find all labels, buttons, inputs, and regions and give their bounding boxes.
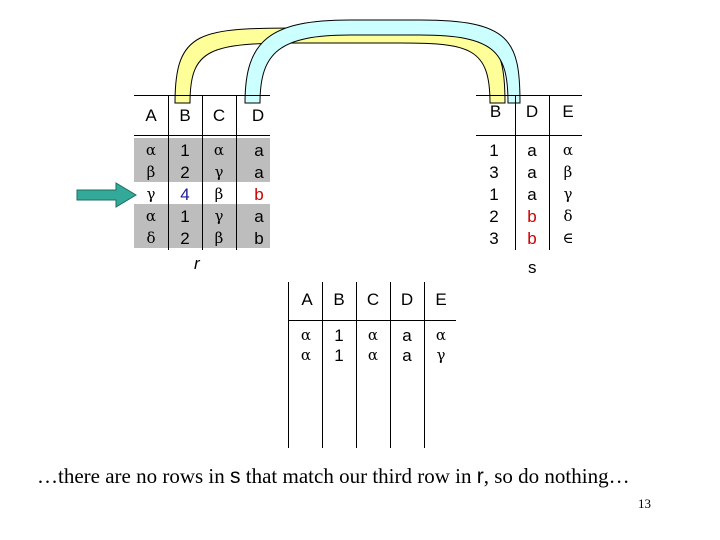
- result-col-divider-4: [424, 282, 425, 448]
- s-b-3: 1: [489, 185, 499, 204]
- result-b-2: 1: [334, 346, 344, 365]
- r-c-3: β: [214, 185, 224, 203]
- join-arc-d: [244, 19, 521, 104]
- s-e-4: δ: [563, 207, 573, 225]
- s-d-1: a: [527, 141, 537, 160]
- r-d-5: b: [254, 229, 264, 248]
- s-e-3: γ: [563, 185, 573, 203]
- page-number: 13: [638, 496, 651, 511]
- s-header-divider: [476, 135, 582, 136]
- result-header-divider: [288, 320, 456, 321]
- s-b-2: 3: [489, 163, 499, 182]
- s-e-2: β: [563, 163, 573, 181]
- result-left-border: [288, 282, 289, 448]
- r-c-1: α: [213, 141, 225, 159]
- r-b-2: 2: [180, 163, 190, 182]
- result-c-2: α: [367, 346, 379, 364]
- caption: …there are no rows in s that match our t…: [37, 462, 657, 491]
- result-header-e: E: [435, 290, 447, 309]
- r-c-4: γ: [214, 207, 224, 225]
- r-b-4: 1: [180, 207, 190, 226]
- s-e-5: ∈: [562, 229, 574, 247]
- result-a-2: α: [300, 346, 312, 364]
- s-b-1: 1: [489, 141, 499, 160]
- s-d-3: a: [527, 185, 537, 204]
- s-header-d: D: [525, 102, 539, 121]
- result-d-2: a: [402, 346, 412, 365]
- join-arc-b: [174, 27, 506, 104]
- s-top-border: [476, 95, 582, 96]
- s-e-1: α: [562, 141, 574, 159]
- join-arcs: [174, 19, 521, 104]
- result-b-1: 1: [334, 326, 344, 345]
- right-arrow-icon: [76, 182, 137, 208]
- r-header-a: A: [145, 106, 157, 125]
- r-a-1: α: [145, 141, 157, 159]
- result-col-divider-3: [390, 282, 391, 448]
- s-b-4: 2: [489, 207, 499, 226]
- s-header-b: B: [489, 102, 502, 121]
- result-d-1: a: [402, 326, 412, 345]
- r-a-5: δ: [146, 229, 156, 247]
- s-col-divider-2: [549, 95, 550, 250]
- result-e-2: γ: [436, 346, 446, 364]
- r-c-5: β: [214, 229, 224, 247]
- r-d-2: a: [254, 163, 264, 182]
- s-label: s: [528, 258, 537, 277]
- result-e-1: α: [435, 326, 447, 344]
- r-col-divider-3: [236, 95, 237, 250]
- s-d-5: b: [527, 229, 537, 248]
- s-b-5: 3: [489, 229, 499, 248]
- r-d-4: a: [254, 207, 264, 226]
- r-a-4: α: [145, 207, 157, 225]
- r-header-d: D: [251, 106, 265, 125]
- r-col-divider-2: [202, 95, 203, 250]
- caption-s-ref: s: [230, 465, 241, 488]
- result-header-a: A: [301, 290, 313, 309]
- r-b-3: 4: [180, 185, 190, 204]
- r-b-5: 2: [180, 229, 190, 248]
- result-c-1: α: [367, 326, 379, 344]
- caption-part-3: , so do nothing…: [483, 464, 630, 488]
- r-label: r: [194, 254, 200, 273]
- s-d-4: b: [527, 207, 537, 226]
- r-header-c: C: [212, 106, 226, 125]
- result-col-divider-1: [322, 282, 323, 448]
- s-header-e: E: [562, 102, 574, 121]
- s-d-2: a: [527, 163, 537, 182]
- r-header-b: B: [179, 106, 191, 125]
- r-c-2: γ: [214, 163, 224, 181]
- caption-part-2: that match our third row in: [240, 464, 477, 488]
- r-a-3: γ: [146, 185, 156, 203]
- r-d-1: a: [254, 141, 264, 160]
- result-header-b: B: [333, 290, 345, 309]
- s-col-divider-1: [515, 95, 516, 250]
- r-b-1: 1: [180, 141, 190, 160]
- result-a-1: α: [300, 326, 312, 344]
- r-a-2: β: [146, 163, 156, 181]
- result-header-c: C: [366, 290, 380, 309]
- r-col-divider-1: [168, 95, 169, 250]
- caption-part-1: …there are no rows in: [37, 464, 231, 488]
- caption-r-ref: r: [476, 465, 484, 488]
- result-col-divider-2: [356, 282, 357, 448]
- result-header-d: D: [400, 290, 414, 309]
- r-d-3: b: [254, 185, 264, 204]
